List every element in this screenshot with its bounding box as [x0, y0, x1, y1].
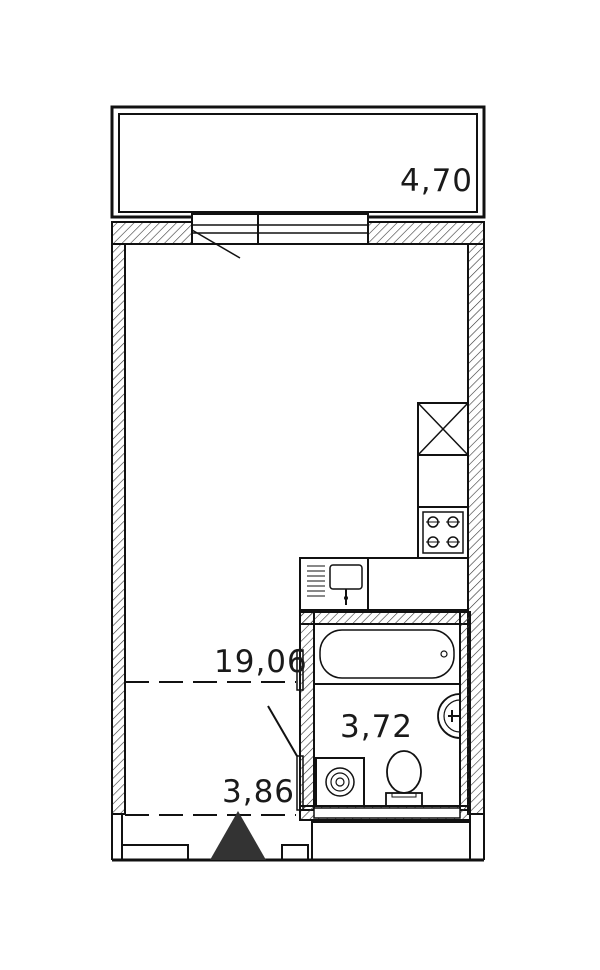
living-room-area-label: 19,06 [214, 644, 308, 680]
washbasin-icon [437, 693, 461, 739]
exterior-wall-top [111, 213, 485, 259]
ventilation-shaft-icon [417, 402, 469, 456]
toilet-icon [385, 750, 423, 807]
window [191, 213, 369, 259]
balcony [110, 105, 486, 219]
balcony-area-label: 4,70 [400, 163, 473, 199]
washing-machine-icon [315, 757, 365, 807]
kitchen [299, 402, 469, 611]
sink-icon [299, 557, 369, 611]
stove-icon [417, 506, 469, 559]
zone-divider-lines [125, 681, 296, 816]
counter [299, 557, 469, 611]
bathtub-icon [313, 623, 461, 685]
exterior-wall-left [111, 243, 126, 860]
bathroom-area-label: 3,72 [340, 709, 413, 745]
partition [267, 649, 304, 811]
exterior-wall-bottom [112, 821, 484, 862]
entrance-arrow-icon [210, 811, 266, 860]
hallway-area-label: 3,86 [222, 774, 295, 810]
bathroom [299, 611, 471, 821]
